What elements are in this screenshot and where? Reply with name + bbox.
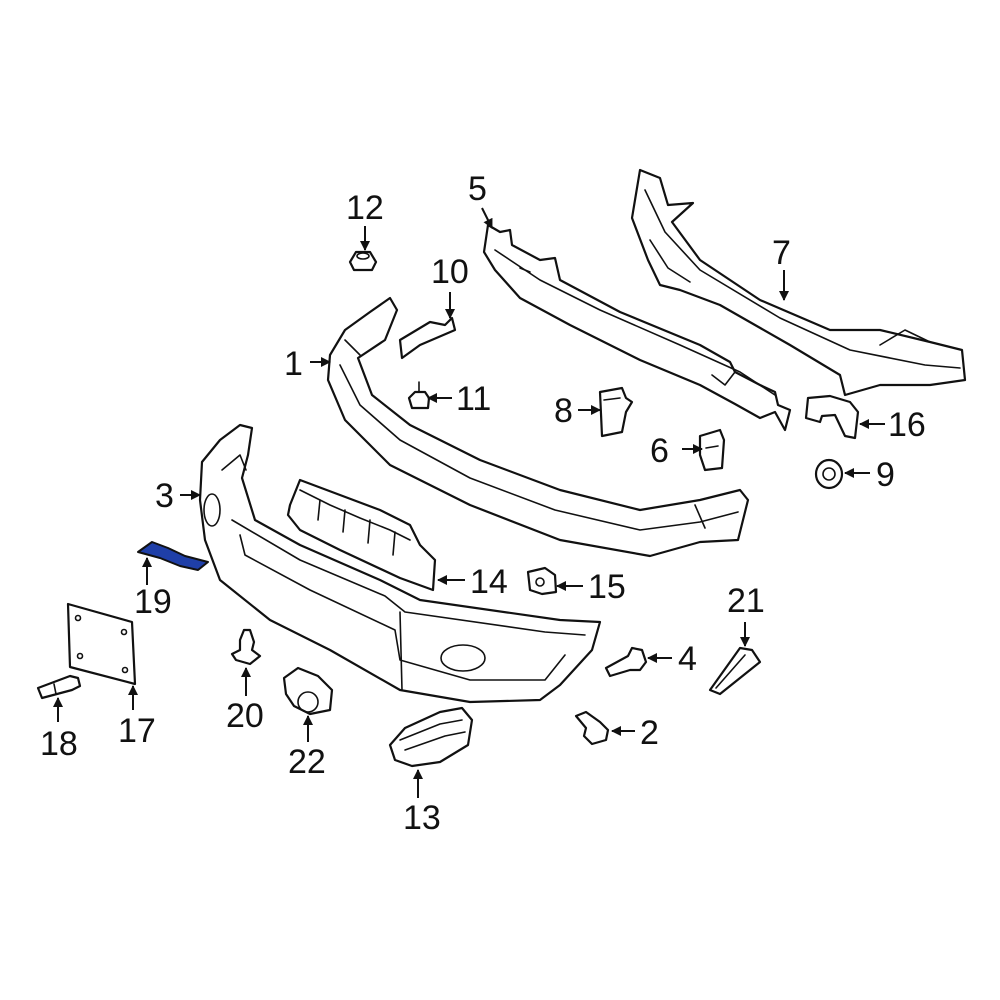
part-21-trim-strip[interactable]	[708, 646, 762, 696]
part-12-flange-nut[interactable]	[348, 250, 378, 272]
part-3-bumper-fascia[interactable]	[198, 423, 602, 704]
callout-17: 17	[118, 712, 156, 750]
part-13-fog-lamp-cover[interactable]	[388, 706, 474, 768]
callout-12: 12	[346, 189, 384, 227]
arrow-5	[481, 207, 493, 229]
callout-14: 14	[470, 563, 508, 601]
part-17-license-plate-bracket[interactable]	[66, 602, 137, 686]
callout-9: 9	[876, 456, 895, 494]
part-2-push-pin[interactable]	[574, 710, 610, 746]
callout-7: 7	[772, 234, 791, 272]
callout-4: 4	[678, 640, 697, 678]
part-5-absorber-bar[interactable]	[482, 223, 792, 432]
part-8-bracket[interactable]	[598, 386, 634, 438]
part-7-reinforcement-beam[interactable]	[630, 168, 967, 397]
callout-18: 18	[40, 725, 78, 763]
part-16-bracket[interactable]	[804, 394, 860, 440]
part-22-parking-sensor[interactable]	[282, 666, 334, 716]
callout-15: 15	[588, 568, 626, 606]
callout-11: 11	[456, 380, 491, 418]
part-4-bolt[interactable]	[604, 646, 648, 678]
part-20-push-retainer[interactable]	[230, 628, 262, 666]
part-1-bumper-cover[interactable]	[326, 296, 750, 558]
callout-21: 21	[727, 582, 765, 620]
callout-2: 2	[640, 714, 659, 752]
callout-labels: 1 2 3 4 5 6 7 8 9 10 11 12 13 14 15 16 1…	[40, 170, 926, 837]
part-19-highlighted-strip[interactable]	[137, 541, 209, 571]
part-14-grille-insert[interactable]	[286, 478, 437, 592]
part-10-bracket[interactable]	[398, 316, 457, 360]
callout-22: 22	[288, 743, 326, 781]
callout-3: 3	[155, 477, 174, 515]
callout-16: 16	[888, 406, 926, 444]
part-18-bolt[interactable]	[36, 674, 82, 700]
part-6-clip[interactable]	[698, 428, 726, 472]
callout-13: 13	[403, 799, 441, 837]
part-15-clip[interactable]	[526, 566, 558, 596]
callout-20: 20	[226, 697, 264, 735]
part-11-push-pin[interactable]	[407, 381, 431, 410]
callout-19: 19	[134, 583, 172, 621]
part-9-grommet[interactable]	[814, 458, 844, 490]
callout-1: 1	[284, 345, 303, 383]
callout-10: 10	[431, 253, 469, 291]
callout-6: 6	[650, 432, 669, 470]
callout-8: 8	[554, 392, 573, 430]
callout-5: 5	[468, 170, 487, 208]
leader-arrows	[53, 207, 885, 798]
